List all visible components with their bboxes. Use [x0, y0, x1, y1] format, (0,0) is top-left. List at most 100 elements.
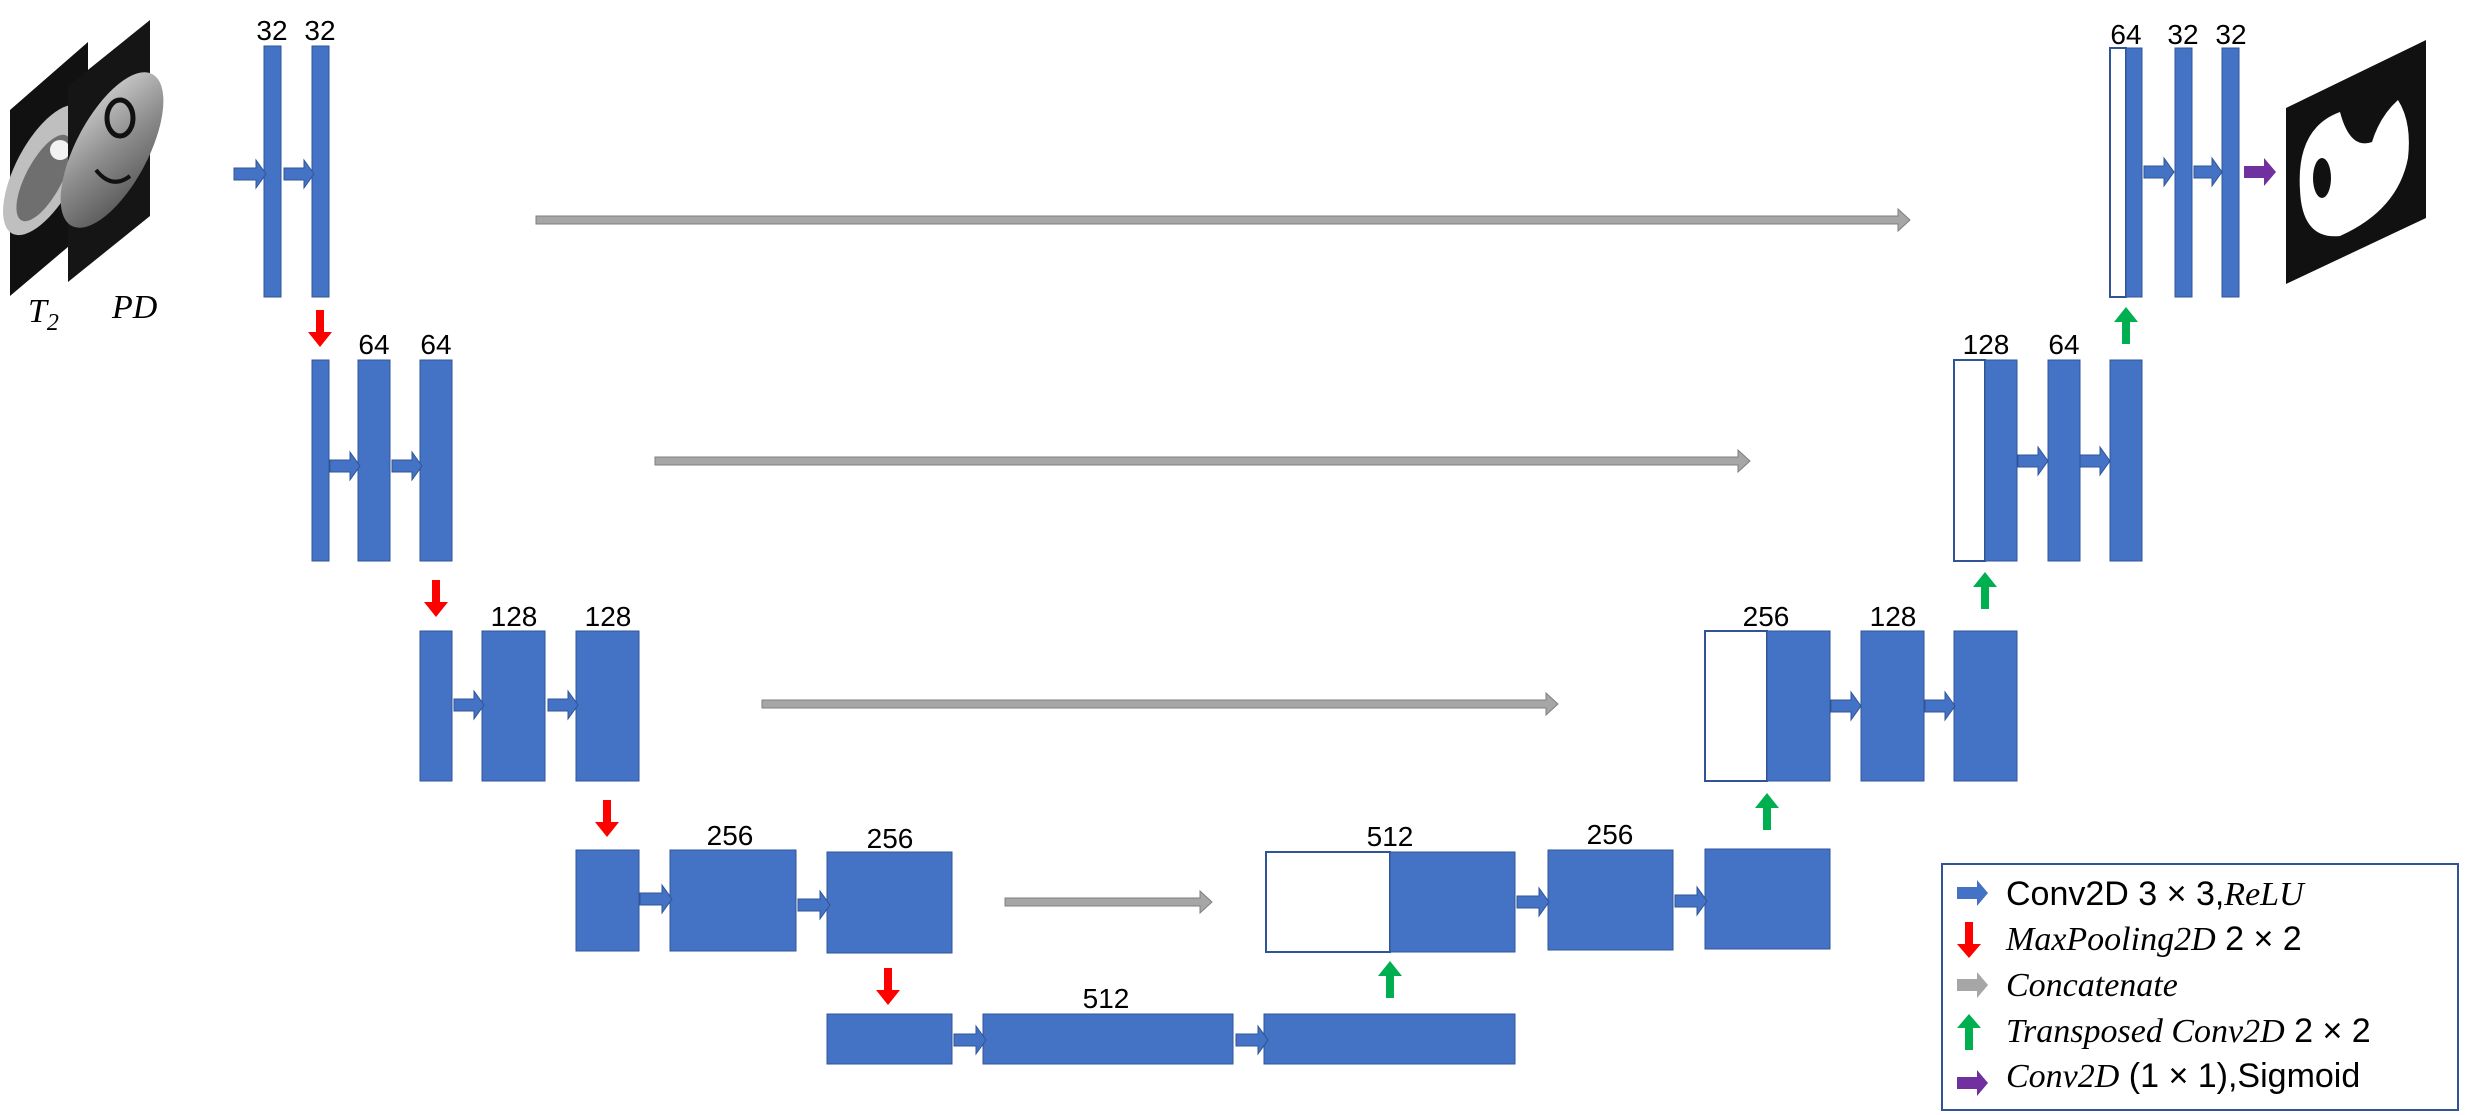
decoder-level-4: 512 256: [1265, 819, 1831, 953]
maxpool-arrows: [308, 310, 900, 1005]
conv-arrow-icon: [1674, 885, 1708, 917]
conv-arrows: [233, 156, 2223, 1056]
feature-map-block: [1389, 851, 1516, 953]
transposed-conv-arrow-icon: [1755, 793, 1779, 830]
feature-map-block: [1984, 359, 2018, 562]
legend-item-transposed-conv: Transposed Conv2D 2 × 2: [2006, 1012, 2371, 1050]
conv-arrow-icon: [1235, 1024, 1269, 1056]
bottleneck-level: 512: [826, 983, 1516, 1065]
concat-arrow-icon: [654, 448, 1751, 474]
feature-map-block: [575, 630, 640, 782]
concatenated-skip-block: [1953, 359, 1986, 562]
channel-count: 256: [707, 820, 754, 851]
output-mask-image: [2286, 40, 2426, 284]
channel-count: 512: [1367, 821, 1414, 852]
conv-arrow-icon: [1924, 690, 1956, 722]
channel-count: 128: [585, 601, 632, 632]
channel-count: 64: [420, 329, 451, 360]
conv-arrow-icon: [283, 158, 315, 190]
skip-connections: [535, 207, 1911, 915]
feature-map-block: [669, 849, 797, 952]
channel-count: 32: [304, 15, 335, 46]
feature-map-block: [419, 359, 453, 562]
concatenated-skip-block: [1265, 851, 1391, 953]
transposed-conv-arrows: [1378, 307, 2138, 998]
feature-map-block: [2109, 359, 2143, 562]
maxpool-arrow-icon: [876, 968, 900, 1005]
transposed-conv-arrow-icon: [1378, 961, 1402, 998]
channel-count: 128: [1870, 601, 1917, 632]
maxpool-arrow-icon: [308, 310, 332, 347]
feature-map-block: [2174, 47, 2193, 298]
concat-arrow-icon: [761, 691, 1559, 717]
channel-count: 128: [1963, 329, 2010, 360]
conv-arrow-icon: [1830, 690, 1862, 722]
legend: Conv2D 3 × 3,ReLU MaxPooling2D 2 × 2 Con…: [1941, 863, 2459, 1111]
feature-map-block: [2047, 359, 2081, 562]
feature-map-block: [826, 851, 953, 954]
conv-arrow-icon: [639, 883, 673, 915]
channel-count: 64: [358, 329, 389, 360]
concat-arrow-icon: [1957, 972, 1988, 998]
concat-arrow-icon: [535, 207, 1911, 233]
encoder-level-1: 32 32: [256, 15, 336, 298]
conv-arrow-icon: [329, 450, 361, 482]
encoder-level-2: 64 64: [311, 329, 453, 562]
channel-count: 256: [1743, 601, 1790, 632]
feature-map-block: [575, 849, 640, 952]
channel-count: 64: [2048, 329, 2079, 360]
legend-item-conv: Conv2D 3 × 3,ReLU: [2006, 875, 2306, 913]
channel-count: 256: [1587, 819, 1634, 850]
channel-count: 128: [491, 601, 538, 632]
encoder-level-3: 128 128: [419, 601, 640, 782]
feature-map-block: [2221, 47, 2240, 298]
decoder-level-1: 64 32 32: [2109, 19, 2247, 298]
channel-count: 32: [2167, 19, 2198, 50]
feature-map-block: [357, 359, 391, 562]
feature-map-block: [311, 359, 330, 562]
legend-item-maxpool: MaxPooling2D 2 × 2: [2005, 920, 2302, 958]
channel-count: 512: [1083, 983, 1130, 1014]
channel-count: 32: [2215, 19, 2246, 50]
feature-map-block: [826, 1013, 953, 1065]
final-conv-arrow-icon: [2244, 158, 2276, 186]
channel-count: 256: [867, 823, 914, 854]
maxpool-arrow-icon: [595, 800, 619, 837]
concat-arrow-icon: [1004, 889, 1213, 915]
feature-map-block: [419, 630, 453, 782]
encoder-level-4: 256 256: [575, 820, 953, 954]
feature-map-block: [1704, 848, 1831, 950]
feature-map-block: [1953, 630, 2018, 782]
feature-map-block: [1263, 1013, 1516, 1065]
feature-map-block: [311, 45, 330, 298]
conv-arrow-icon: [2193, 156, 2223, 188]
legend-item-concat: Concatenate: [2006, 967, 2178, 1004]
decoder-level-3: 256 128: [1704, 601, 2018, 782]
feature-map-block: [982, 1013, 1234, 1065]
transposed-conv-arrow-icon: [1973, 572, 1997, 609]
feature-map-block: [1547, 849, 1674, 951]
conv-arrow-icon: [1516, 886, 1550, 918]
maxpool-arrow-icon: [1957, 922, 1981, 958]
feature-map-block: [1860, 630, 1925, 782]
conv-arrow-icon: [953, 1024, 987, 1056]
concatenated-skip-block: [1704, 630, 1768, 782]
feature-map-block: [1766, 630, 1831, 782]
conv-arrow-icon: [453, 689, 485, 721]
transposed-conv-arrow-icon: [2114, 307, 2138, 344]
feature-map-block: [481, 630, 546, 782]
channel-count: 64: [2110, 19, 2141, 50]
final-conv-arrow-icon: [1957, 1070, 1988, 1096]
feature-map-block: [263, 45, 282, 298]
decoder-level-2: 128 64: [1953, 329, 2143, 562]
pd-label: PD: [111, 289, 158, 326]
conv-arrow-icon: [1957, 880, 1988, 906]
legend-box: [1941, 863, 2459, 1111]
concatenated-skip-block: [2109, 47, 2127, 298]
conv-arrow-icon: [2079, 445, 2111, 477]
feature-map-block: [2125, 47, 2143, 298]
channel-count: 32: [256, 15, 287, 46]
conv-arrow-icon: [547, 689, 579, 721]
input-image-pd: [60, 20, 164, 282]
